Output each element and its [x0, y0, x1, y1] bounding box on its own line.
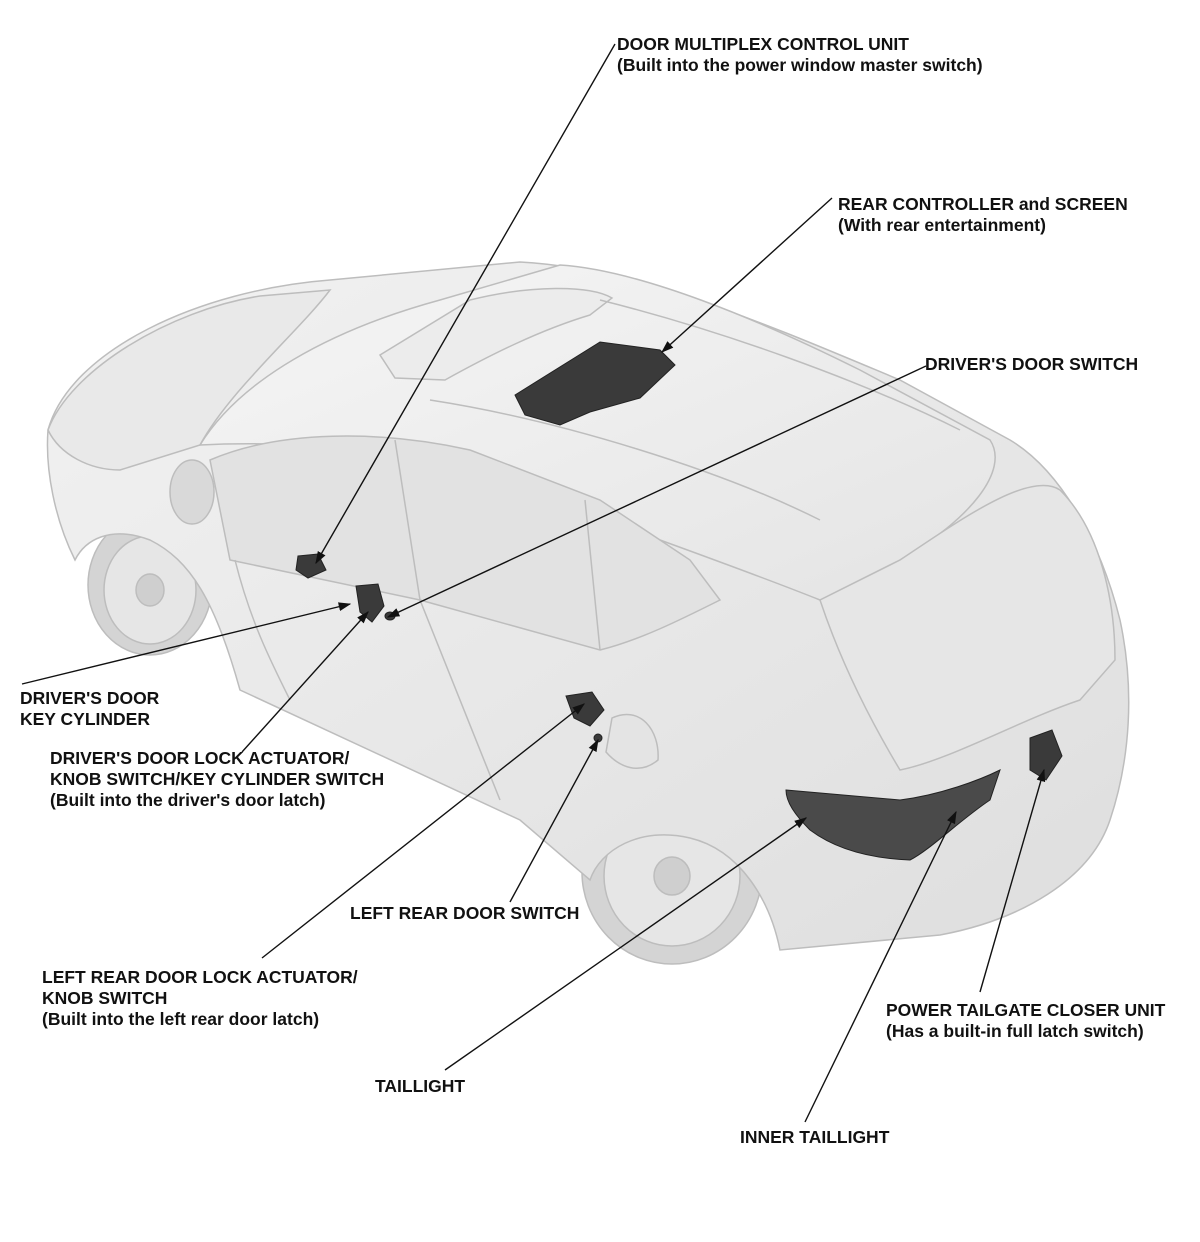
sunroof	[378, 287, 614, 381]
label-left-rear-lock-actuator: LEFT REAR DOOR LOCK ACTUATOR/ KNOB SWITC…	[42, 967, 358, 1030]
vehicle-body	[46, 261, 1130, 965]
tailgate-closer-unit	[1029, 729, 1063, 781]
side-windows	[209, 435, 722, 651]
tailgate	[819, 484, 1116, 771]
leader-left-rear-door-switch	[509, 738, 599, 903]
leader-taillight	[444, 817, 808, 1071]
side-mirror	[169, 459, 215, 525]
taillight-lens	[785, 769, 1001, 861]
label-door-multiplex: DOOR MULTIPLEX CONTROL UNIT (Built into …	[617, 34, 983, 76]
label-taillight: TAILLIGHT	[375, 1076, 465, 1097]
leader-left-rear-lock-actuator	[261, 703, 585, 959]
label-line: DOOR MULTIPLEX CONTROL UNIT	[617, 34, 909, 54]
label-drivers-door-switch: DRIVER'S DOOR SWITCH	[925, 354, 1138, 375]
leader-rear-controller	[661, 197, 833, 353]
label-line: (Has a built-in full latch switch)	[886, 1021, 1144, 1041]
label-line: INNER TAILLIGHT	[740, 1127, 890, 1147]
components	[295, 341, 1063, 861]
leader-lines	[21, 43, 1046, 1123]
label-power-tailgate-closer: POWER TAILGATE CLOSER UNIT (Has a built-…	[886, 1000, 1165, 1042]
rear-controller-screen	[514, 341, 676, 426]
label-line: KNOB SWITCH	[42, 988, 168, 1008]
leader-drivers-lock-actuator	[241, 611, 369, 753]
label-line: DRIVER'S DOOR SWITCH	[925, 354, 1139, 374]
label-line: DRIVER'S DOOR LOCK ACTUATOR/	[50, 748, 350, 768]
label-line: DRIVER'S DOOR	[20, 688, 160, 708]
label-line: KNOB SWITCH/KEY CYLINDER SWITCH	[50, 769, 385, 789]
leader-tailgate-closer	[979, 768, 1046, 993]
label-line: TAILLIGHT	[375, 1076, 466, 1096]
leader-door-multiplex	[315, 43, 616, 565]
label-line: (Built into the left rear door latch)	[42, 1009, 320, 1029]
label-line: (With rear entertainment)	[838, 215, 1046, 235]
fuel-door	[605, 713, 659, 769]
label-line: REAR CONTROLLER and SCREEN	[838, 194, 1128, 214]
leader-drivers-key-cylinder	[21, 602, 352, 685]
leader-drivers-door-switch	[386, 365, 927, 618]
label-rear-controller: REAR CONTROLLER and SCREEN (With rear en…	[838, 194, 1128, 236]
label-inner-taillight: INNER TAILLIGHT	[740, 1127, 889, 1148]
label-line: (Built into the power window master swit…	[617, 55, 983, 75]
label-line: LEFT REAR DOOR LOCK ACTUATOR/	[42, 967, 358, 987]
label-line: KEY CYLINDER	[20, 709, 150, 729]
label-line: LEFT REAR DOOR SWITCH	[350, 903, 580, 923]
label-drivers-lock-actuator: DRIVER'S DOOR LOCK ACTUATOR/ KNOB SWITCH…	[50, 748, 384, 811]
label-line: (Built into the driver's door latch)	[50, 790, 326, 810]
label-line: POWER TAILGATE CLOSER UNIT	[886, 1000, 1166, 1020]
hood	[47, 289, 332, 471]
leader-inner-taillight	[804, 810, 957, 1123]
label-drivers-key-cylinder: DRIVER'S DOOR KEY CYLINDER	[20, 688, 159, 730]
label-left-rear-door-switch: LEFT REAR DOOR SWITCH	[350, 903, 579, 924]
